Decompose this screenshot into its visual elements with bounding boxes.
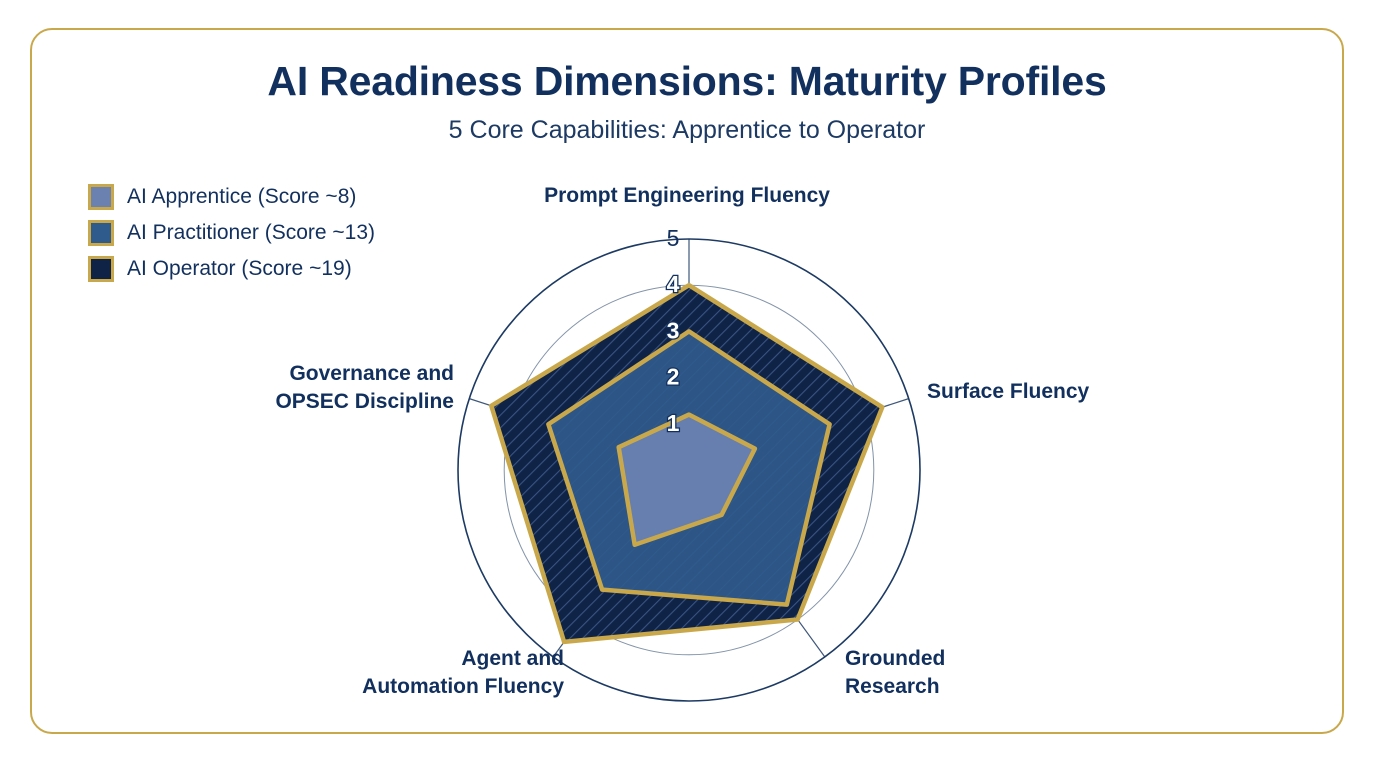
radial-tick-label: 1 [667,410,680,436]
legend-label-apprentice: AI Apprentice (Score ~8) [127,185,357,208]
chart-card: AI Readiness Dimensions: Maturity Profil… [30,28,1344,734]
axis-label-line: Grounded [845,647,946,670]
axis-label-surface-fluency: Surface Fluency [927,378,1089,406]
legend-item-apprentice[interactable]: AI Apprentice (Score ~8) [88,182,375,212]
legend-label-practitioner: AI Practitioner (Score ~13) [127,221,376,244]
axis-label-line: Automation Fluency [362,674,564,698]
axis-label-line: Research [845,674,940,698]
legend-item-practitioner[interactable]: AI Practitioner (Score ~13) [88,218,375,248]
legend-swatch-practitioner [88,220,114,246]
radar-chart: 1 2 3 4 5 [32,30,1342,732]
radial-tick-label: 4 [667,271,680,297]
radial-tick-label: 2 [667,364,680,390]
page-subtitle: 5 Core Capabilities: Apprentice to Opera… [448,116,926,144]
axis-label-prompt-engineering-fluency: Prompt Engineering Fluency [32,182,1342,210]
axis-label-line: Governance and [289,362,454,385]
legend-label-operator: AI Operator (Score ~19) [127,257,352,280]
radial-tick-label: 5 [667,225,680,251]
radial-tick-label: 3 [667,317,680,343]
axis-label-line: Surface Fluency [927,380,1090,403]
axis-label-line: Prompt Engineering Fluency [544,184,830,207]
radar-chart-svg: 1 2 3 4 5 [457,225,921,702]
axis-label-line: OPSEC Discipline [275,389,454,413]
radar-series-1 [616,412,758,548]
page-title: AI Readiness Dimensions: Maturity Profil… [267,58,1107,104]
chart-legend: AI Apprentice (Score ~8) AI Practitioner… [88,182,375,284]
legend-swatch-operator [88,256,114,282]
legend-swatch-apprentice [88,184,114,210]
axis-label-line: Agent and [461,647,564,670]
legend-item-operator[interactable]: AI Operator (Score ~19) [88,254,375,284]
